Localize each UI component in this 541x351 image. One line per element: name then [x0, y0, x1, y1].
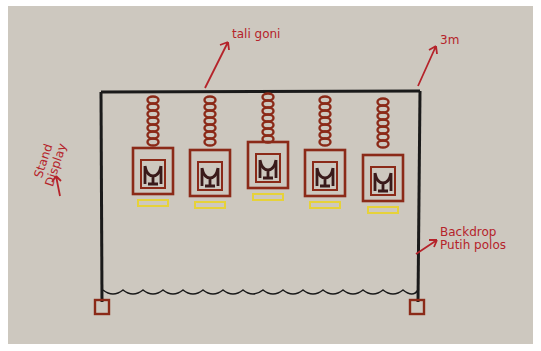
handwritten-note: Backdrop Putih polos — [440, 226, 512, 252]
handwritten-note: tali goni — [232, 28, 312, 41]
handwritten-note: 3m — [440, 34, 480, 47]
